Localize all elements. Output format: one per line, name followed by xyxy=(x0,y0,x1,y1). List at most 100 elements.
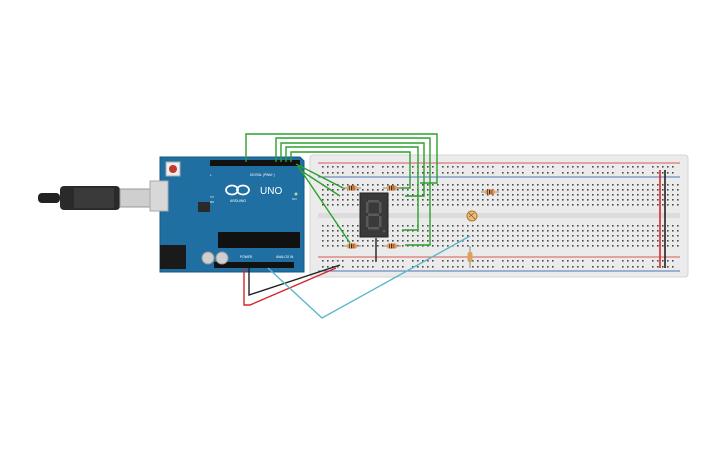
breadboard-hole[interactable] xyxy=(632,266,634,268)
breadboard-hole[interactable] xyxy=(617,184,619,186)
breadboard-hole[interactable] xyxy=(537,260,539,262)
breadboard-hole[interactable] xyxy=(622,225,624,227)
breadboard-hole[interactable] xyxy=(572,189,574,191)
breadboard-hole[interactable] xyxy=(562,184,564,186)
breadboard-hole[interactable] xyxy=(452,225,454,227)
breadboard-hole[interactable] xyxy=(662,266,664,268)
breadboard-hole[interactable] xyxy=(587,189,589,191)
breadboard-hole[interactable] xyxy=(397,266,399,268)
breadboard-hole[interactable] xyxy=(642,172,644,174)
breadboard-hole[interactable] xyxy=(342,225,344,227)
breadboard-hole[interactable] xyxy=(502,166,504,168)
breadboard-hole[interactable] xyxy=(567,194,569,196)
breadboard-hole[interactable] xyxy=(472,172,474,174)
breadboard-hole[interactable] xyxy=(547,260,549,262)
breadboard-hole[interactable] xyxy=(497,184,499,186)
breadboard-hole[interactable] xyxy=(387,166,389,168)
breadboard-hole[interactable] xyxy=(507,225,509,227)
breadboard-hole[interactable] xyxy=(467,225,469,227)
breadboard-hole[interactable] xyxy=(442,194,444,196)
breadboard-hole[interactable] xyxy=(452,260,454,262)
breadboard-hole[interactable] xyxy=(337,166,339,168)
breadboard-hole[interactable] xyxy=(652,166,654,168)
breadboard-hole[interactable] xyxy=(322,166,324,168)
breadboard-hole[interactable] xyxy=(332,199,334,201)
breadboard-hole[interactable] xyxy=(332,194,334,196)
breadboard-hole[interactable] xyxy=(442,184,444,186)
breadboard-hole[interactable] xyxy=(592,225,594,227)
breadboard-hole[interactable] xyxy=(647,189,649,191)
breadboard-hole[interactable] xyxy=(427,225,429,227)
breadboard-hole[interactable] xyxy=(667,166,669,168)
breadboard-hole[interactable] xyxy=(392,266,394,268)
breadboard-hole[interactable] xyxy=(537,240,539,242)
breadboard-hole[interactable] xyxy=(507,204,509,206)
breadboard-hole[interactable] xyxy=(632,189,634,191)
breadboard-hole[interactable] xyxy=(612,240,614,242)
breadboard-hole[interactable] xyxy=(482,245,484,247)
breadboard-hole[interactable] xyxy=(362,245,364,247)
breadboard-hole[interactable] xyxy=(672,199,674,201)
breadboard-hole[interactable] xyxy=(552,260,554,262)
breadboard-hole[interactable] xyxy=(407,225,409,227)
breadboard-hole[interactable] xyxy=(562,189,564,191)
breadboard-hole[interactable] xyxy=(607,166,609,168)
breadboard-hole[interactable] xyxy=(452,189,454,191)
breadboard-hole[interactable] xyxy=(442,189,444,191)
breadboard-hole[interactable] xyxy=(662,199,664,201)
breadboard-hole[interactable] xyxy=(567,199,569,201)
breadboard-hole[interactable] xyxy=(677,204,679,206)
breadboard-hole[interactable] xyxy=(502,194,504,196)
breadboard-hole[interactable] xyxy=(427,199,429,201)
breadboard-hole[interactable] xyxy=(652,172,654,174)
breadboard-hole[interactable] xyxy=(632,240,634,242)
breadboard-hole[interactable] xyxy=(552,225,554,227)
breadboard-hole[interactable] xyxy=(372,184,374,186)
breadboard-hole[interactable] xyxy=(562,235,564,237)
breadboard-hole[interactable] xyxy=(447,260,449,262)
breadboard-hole[interactable] xyxy=(627,240,629,242)
breadboard-hole[interactable] xyxy=(427,266,429,268)
breadboard-hole[interactable] xyxy=(422,240,424,242)
breadboard-hole[interactable] xyxy=(642,245,644,247)
breadboard-hole[interactable] xyxy=(322,189,324,191)
breadboard-hole[interactable] xyxy=(597,266,599,268)
breadboard-hole[interactable] xyxy=(502,184,504,186)
breadboard-hole[interactable] xyxy=(372,245,374,247)
breadboard-hole[interactable] xyxy=(632,260,634,262)
breadboard-hole[interactable] xyxy=(582,266,584,268)
breadboard-hole[interactable] xyxy=(652,204,654,206)
breadboard-hole[interactable] xyxy=(607,240,609,242)
breadboard-hole[interactable] xyxy=(432,166,434,168)
breadboard-hole[interactable] xyxy=(427,166,429,168)
breadboard-hole[interactable] xyxy=(642,230,644,232)
breadboard-hole[interactable] xyxy=(362,184,364,186)
breadboard-hole[interactable] xyxy=(337,172,339,174)
breadboard-hole[interactable] xyxy=(532,266,534,268)
breadboard-hole[interactable] xyxy=(647,184,649,186)
breadboard-hole[interactable] xyxy=(567,204,569,206)
breadboard-hole[interactable] xyxy=(512,260,514,262)
breadboard-hole[interactable] xyxy=(457,245,459,247)
breadboard-hole[interactable] xyxy=(532,194,534,196)
breadboard-hole[interactable] xyxy=(537,172,539,174)
breadboard-hole[interactable] xyxy=(452,204,454,206)
breadboard-hole[interactable] xyxy=(502,230,504,232)
breadboard-hole[interactable] xyxy=(602,230,604,232)
breadboard-hole[interactable] xyxy=(667,235,669,237)
breadboard-hole[interactable] xyxy=(462,240,464,242)
breadboard-hole[interactable] xyxy=(642,189,644,191)
breadboard-hole[interactable] xyxy=(677,235,679,237)
breadboard-hole[interactable] xyxy=(447,235,449,237)
breadboard-hole[interactable] xyxy=(562,266,564,268)
breadboard-hole[interactable] xyxy=(557,230,559,232)
breadboard-hole[interactable] xyxy=(592,199,594,201)
breadboard-hole[interactable] xyxy=(492,266,494,268)
breadboard-hole[interactable] xyxy=(382,184,384,186)
breadboard-hole[interactable] xyxy=(352,260,354,262)
resistors[interactable] xyxy=(343,185,499,269)
breadboard-hole[interactable] xyxy=(597,245,599,247)
breadboard-hole[interactable] xyxy=(427,240,429,242)
breadboard-hole[interactable] xyxy=(442,172,444,174)
